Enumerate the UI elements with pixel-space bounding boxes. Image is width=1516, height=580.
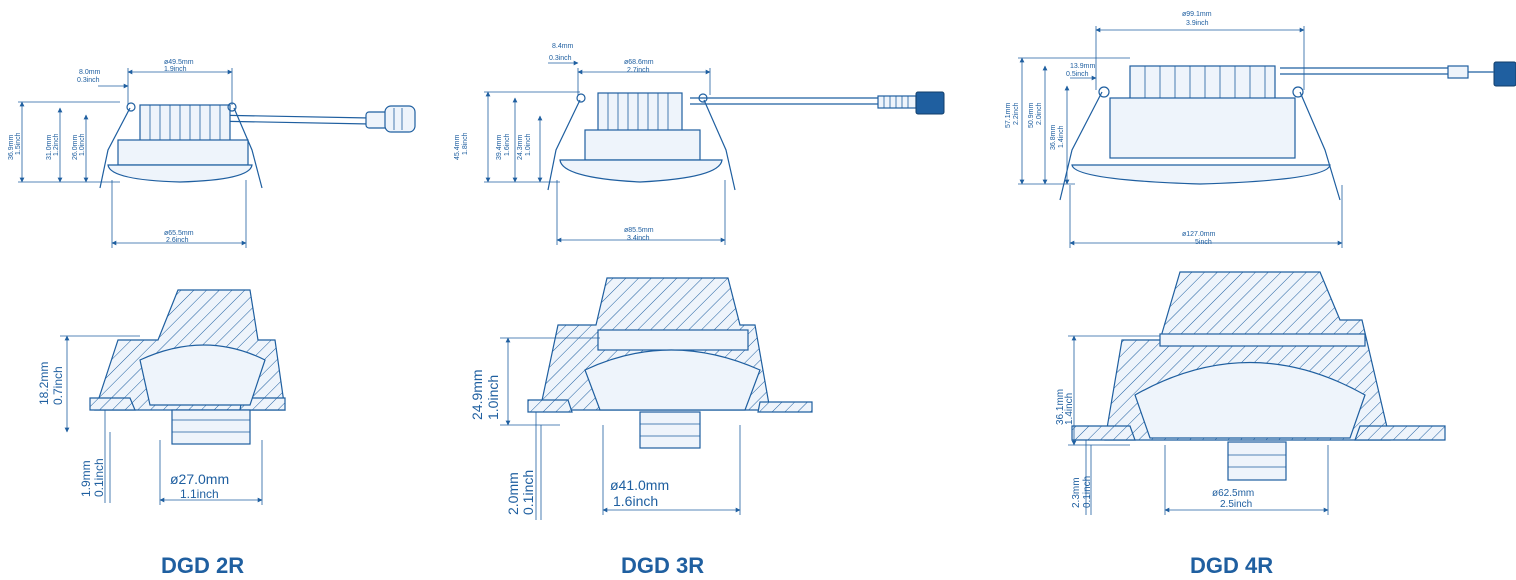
dgd3r-section-lip-in: 0.1inch xyxy=(520,470,536,515)
dgd4r-cable-in: 0.5inch xyxy=(1066,71,1089,78)
dgd3r-section-h-in: 1.0inch xyxy=(485,375,501,420)
dgd3r-elevation xyxy=(547,91,945,191)
dgd4r-elevation xyxy=(1059,61,1516,201)
dgd2r-h3-mm: 26.0mm xyxy=(72,135,79,160)
dgd4r-h3-mm: 36.8mm xyxy=(1050,125,1057,150)
dgd2r-elevation-dimensions xyxy=(18,68,247,248)
dgd2r-h1-in: 1.5inch xyxy=(15,132,22,155)
dgd2r-section xyxy=(89,289,286,445)
dgd4r-section-lip-mm: 2.3mm xyxy=(1071,477,1082,508)
dgd3r-h3-mm: 24.3mm xyxy=(517,135,524,160)
dgd4r-section-dia-mm: ø62.5mm xyxy=(1212,488,1254,499)
dgd2r-h3-in: 1.0inch xyxy=(79,133,86,156)
dgd4r-section-dimensions xyxy=(1068,335,1329,515)
dgd3r-top-dia-mm: ø68.6mm xyxy=(624,59,654,66)
dgd3r-bottom-dia-mm: ø85.5mm xyxy=(624,227,654,234)
dgd3r-cable-mm: 8.4mm xyxy=(552,43,574,50)
dgd3r-h1-in: 1.8inch xyxy=(462,132,469,155)
dgd4r-section-lip-in: 0.1inch xyxy=(1082,476,1093,508)
dgd3r-section-dia-in: 1.6inch xyxy=(613,493,658,509)
dgd4r-bottom-dia-in: 5inch xyxy=(1195,239,1212,246)
dgd2r-section-dia-in: 1.1inch xyxy=(180,487,219,501)
dgd2r-bottom-dia-mm: ø65.5mm xyxy=(164,230,194,237)
dgd3r-elevation-dimensions xyxy=(484,60,726,245)
dgd4r-h1-mm: 57.1mm xyxy=(1005,103,1012,128)
dgd2r-h2-in: 1.2inch xyxy=(53,133,60,156)
dgd2r-section-dia-mm: ø27.0mm xyxy=(170,471,229,487)
dgd4r-top-dia-mm: ø99.1mm xyxy=(1182,11,1212,18)
dgd4r-cable-mm: 13.9mm xyxy=(1070,63,1095,70)
dgd3r-h2-in: 1.6inch xyxy=(504,133,511,156)
product-title-dgd2r: DGD 2R xyxy=(161,553,244,578)
dgd3r-h2-mm: 39.4mm xyxy=(496,135,503,160)
dgd4r-bottom-dia-mm: ø127.0mm xyxy=(1182,231,1216,238)
dgd4r-section-dia-in: 2.5inch xyxy=(1220,499,1252,510)
dgd4r-h2-mm: 50.9mm xyxy=(1028,103,1035,128)
dgd4r-section-h-mm: 36.1mm xyxy=(1055,389,1066,425)
dgd4r-h3-in: 1.4inch xyxy=(1058,125,1065,148)
dgd4r-top-dia-in: 3.9inch xyxy=(1186,20,1209,27)
dgd2r-h2-mm: 31.0mm xyxy=(46,135,53,160)
dgd2r-top-dia-mm: ø49.5mm xyxy=(164,59,194,66)
dgd2r-top-dia-in: 1.9inch xyxy=(164,66,187,73)
dgd2r-cable-mm: 8.0mm xyxy=(79,69,101,76)
dgd2r-elevation xyxy=(99,102,416,189)
dgd2r-section-lip-mm: 1.9mm xyxy=(79,460,93,497)
dgd2r-section-dimensions xyxy=(60,335,263,505)
dgd4r-h1-in: 2.2inch xyxy=(1013,102,1020,125)
product-title-dgd4r: DGD 4R xyxy=(1190,553,1273,578)
dgd2r-section-h-in: 0.7inch xyxy=(51,366,65,405)
dgd4r-section xyxy=(1071,271,1446,481)
dgd4r-elevation-dimensions xyxy=(1018,26,1343,248)
dgd3r-section-lip-mm: 2.0mm xyxy=(505,472,521,515)
dgd3r-section-h-mm: 24.9mm xyxy=(469,369,485,420)
dgd2r-bottom-dia-in: 2.6inch xyxy=(166,237,189,244)
dgd3r-section xyxy=(527,277,813,449)
dgd4r-h2-in: 2.0inch xyxy=(1036,102,1043,125)
dgd2r-h1-mm: 36.9mm xyxy=(8,135,15,160)
dgd2r-section-h-mm: 18.2mm xyxy=(37,362,51,405)
product-title-dgd3r: DGD 3R xyxy=(621,553,704,578)
dgd3r-h1-mm: 45.4mm xyxy=(454,135,461,160)
dgd3r-cable-in: 0.3inch xyxy=(549,55,572,62)
dgd3r-h3-in: 1.0inch xyxy=(525,133,532,156)
dgd4r-section-h-in: 1.4inch xyxy=(1064,393,1075,425)
dgd3r-section-dimensions xyxy=(500,337,741,520)
dgd2r-cable-in: 0.3inch xyxy=(77,77,100,84)
dgd2r-section-lip-in: 0.1inch xyxy=(92,458,106,497)
dgd3r-bottom-dia-in: 3.4inch xyxy=(627,235,650,242)
dgd3r-section-dia-mm: ø41.0mm xyxy=(610,477,669,493)
dgd3r-top-dia-in: 2.7inch xyxy=(627,67,650,74)
